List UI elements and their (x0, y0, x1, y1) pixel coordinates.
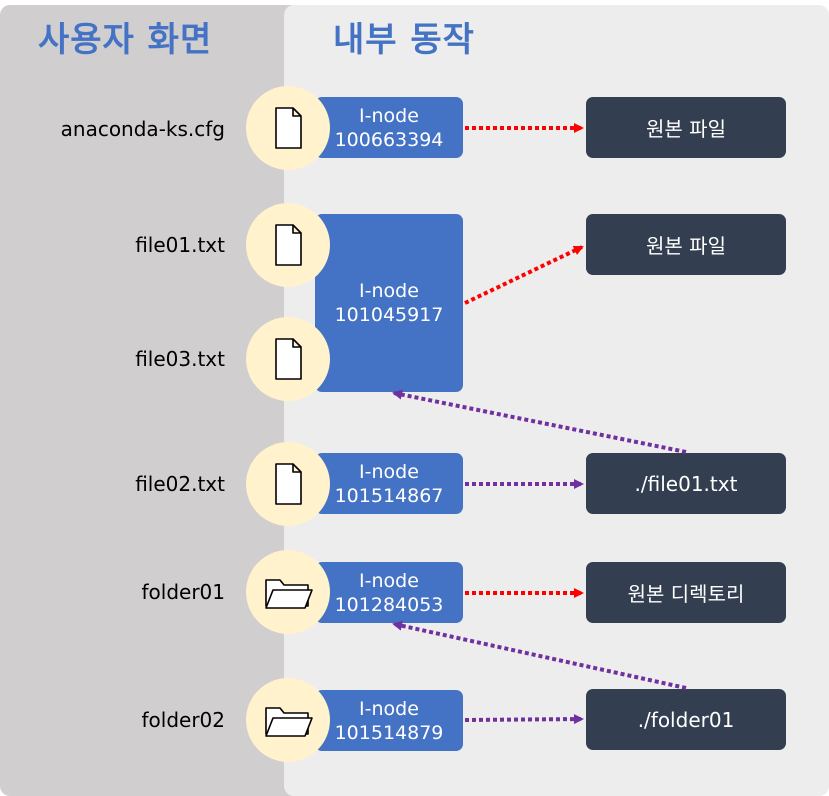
file-icon-circle (246, 86, 330, 170)
user-view-heading: 사용자 화면 (38, 20, 213, 60)
inode-number: 101514879 (334, 721, 444, 744)
symlink-arrow (392, 620, 687, 690)
inode-box: I-node 101514879 (315, 690, 463, 751)
file-icon-circle (246, 317, 330, 401)
inode-label: I-node (359, 697, 419, 720)
target-box: 원본 파일 (586, 214, 786, 275)
target-box: ./file01.txt (586, 453, 786, 514)
folder-icon-circle (246, 678, 330, 762)
folder-icon (265, 579, 313, 609)
inode-number: 101514867 (334, 484, 444, 507)
inode-box: I-node 101514867 (315, 453, 463, 514)
file-label-anaconda: anaconda-ks.cfg (60, 117, 225, 141)
inode-box: I-node 100663394 (315, 97, 463, 158)
file-icon-circle (246, 203, 330, 287)
inode-label: I-node (359, 104, 419, 127)
inode-box: I-node 101284053 (315, 562, 463, 623)
target-box: 원본 디렉토리 (586, 562, 786, 623)
inode-number: 101284053 (334, 593, 444, 616)
folder-icon (265, 707, 313, 737)
file-icon-circle (246, 442, 330, 526)
file-label-file02: file02.txt (135, 472, 225, 496)
inode-number: 101045917 (334, 304, 444, 326)
symlink-arrow (464, 714, 584, 725)
inode-box: I-node 101045917 (315, 214, 463, 392)
file-label-folder01: folder01 (141, 580, 225, 604)
file-label-folder02: folder02 (141, 708, 225, 732)
internal-heading: 내부 동작 (333, 20, 475, 60)
file-icon (275, 224, 302, 266)
inode-label: I-node (359, 460, 419, 483)
target-box: 원본 파일 (586, 97, 786, 158)
inode-number: 100663394 (334, 128, 444, 151)
target-box: ./folder01 (586, 689, 786, 750)
hardlink-arrow (464, 245, 584, 305)
inode-label: I-node (359, 569, 419, 592)
symlink-arrow (392, 389, 687, 454)
file-icon (275, 463, 302, 505)
folder-icon-circle (246, 550, 330, 634)
file-icon (275, 107, 302, 149)
file-label-file01: file01.txt (135, 233, 225, 257)
inode-label: I-node (359, 280, 419, 302)
file-label-file03: file03.txt (135, 347, 225, 371)
file-icon (275, 338, 302, 380)
